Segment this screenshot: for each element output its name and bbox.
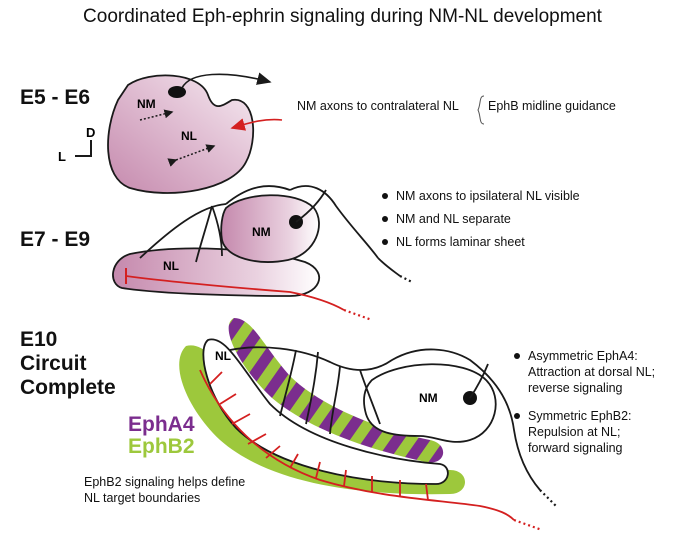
e7-bullet-item: NM axons to ipsilateral NL visible <box>380 188 580 204</box>
e10-red-axon <box>199 369 515 521</box>
e7-structure: NM NL <box>112 185 413 322</box>
dorsal-label: D <box>86 125 95 140</box>
diagram-title: Coordinated Eph-ephrin signaling during … <box>83 6 602 27</box>
legend: EphA4 EphB2 <box>128 414 195 458</box>
e10-bullet-list: Asymmetric EphA4: Attraction at dorsal N… <box>512 348 655 463</box>
e10-red-dendrites <box>209 371 429 501</box>
e10-epha4-band <box>228 318 444 463</box>
stage-e10-line-3: Complete <box>20 376 116 399</box>
e5-contralateral-axon <box>181 72 272 89</box>
legend-epha4: EphA4 <box>128 413 195 436</box>
e7-red-axon <box>125 275 345 311</box>
e7-bullet-item: NL forms laminar sheet <box>380 234 580 250</box>
stage-e7-label: E7 - E9 <box>20 228 91 251</box>
e7-red-axon-dotted <box>343 308 373 322</box>
e10-bullet-item: Symmetric EphB2: Repulsion at NL; forwar… <box>512 408 655 456</box>
e5-axons-note: NM axons to contralateral NL <box>297 99 459 113</box>
orientation-axes: D L <box>58 125 95 164</box>
stage-e5-label: E5 - E6 <box>20 86 91 109</box>
e10-nm-label: NM <box>419 391 438 405</box>
e10-nm-nucleus <box>363 363 497 443</box>
e5-nm-migration-arrow <box>139 109 174 121</box>
e7-contralateral-axon-trail <box>377 257 401 277</box>
lateral-label: L <box>58 149 66 164</box>
e10-bullet-item: Asymmetric EphA4: Attraction at dorsal N… <box>512 348 655 396</box>
e5-incoming-red-axon <box>230 118 283 131</box>
e7-bullet-list: NM axons to ipsilateral NL visible NM an… <box>380 188 580 257</box>
e7-ipsilateral-axons <box>139 185 379 263</box>
guidance-brace <box>477 95 485 125</box>
stage-e10-label: E10 Circuit Complete <box>20 328 116 400</box>
e5-structure: NM NL <box>107 72 283 194</box>
e10-axons <box>229 346 541 491</box>
e7-nm-nucleus <box>220 194 320 263</box>
e5-nl-label: NL <box>181 129 197 143</box>
e5-guidance-note: EphB midline guidance <box>488 99 616 113</box>
e10-contralateral-dotted <box>539 489 557 507</box>
e7-contralateral-axon-dotted <box>399 275 413 283</box>
e5-nucleus-shape <box>107 74 255 194</box>
stage-e10-line-1: E10 <box>20 328 58 351</box>
legend-ephb2: EphB2 <box>128 435 195 458</box>
e10-structure: NL NM <box>179 318 557 532</box>
e7-nl-label: NL <box>163 259 179 273</box>
e5-nm-label: NM <box>137 97 156 111</box>
e10-red-axon-dotted <box>513 518 543 532</box>
e7-nm-label: NM <box>252 225 271 239</box>
e5-nm-cell-body <box>168 86 186 98</box>
boundaries-note: EphB2 signaling helps define NL target b… <box>84 475 246 505</box>
stage-e10-line-2: Circuit <box>20 352 87 375</box>
e5-nl-spread-arrow <box>167 144 216 167</box>
e10-nl-label: NL <box>215 349 231 363</box>
e10-ephb2-band <box>179 345 466 495</box>
e7-bullet-item: NM and NL separate <box>380 211 580 227</box>
